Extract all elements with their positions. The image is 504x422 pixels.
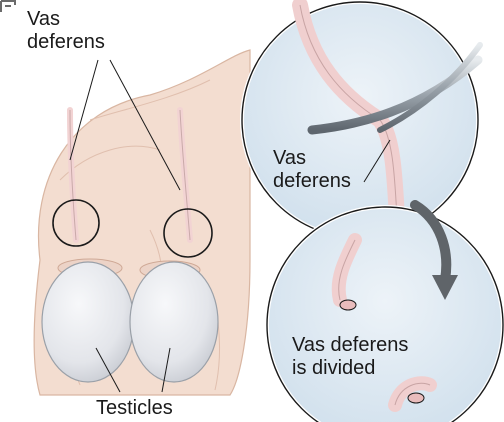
label-vas-deferens-inset: Vas deferens (273, 147, 351, 193)
inset-top (242, 2, 480, 238)
label-vas-deferens-divided: Vas deferens is divided (292, 334, 408, 380)
label-testicles: Testicles (96, 397, 173, 420)
label-vas-deferens-inset-line2: deferens (273, 170, 351, 193)
label-vas-deferens-divided-line1: Vas deferens (292, 334, 408, 357)
label-vas-deferens-left: Vas deferens (27, 8, 105, 54)
label-vas-deferens-left-line2: deferens (27, 31, 105, 54)
publisher-logo-icon (0, 0, 16, 13)
inset-bottom (267, 207, 503, 422)
label-vas-deferens-left-line1: Vas (27, 8, 105, 31)
label-vas-deferens-inset-line1: Vas (273, 147, 351, 170)
label-vas-deferens-divided-line2: is divided (292, 357, 408, 380)
right-testicle (130, 261, 218, 382)
